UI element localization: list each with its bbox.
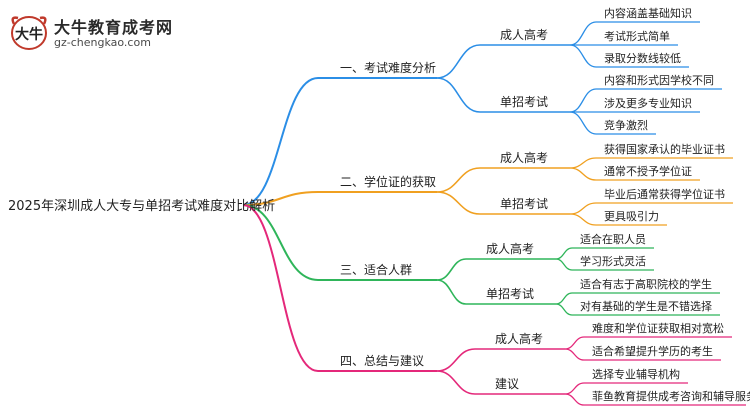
bull-logo-icon: 大牛 [11,16,47,50]
leaf-node-label: 更具吸引力 [604,209,659,223]
sub-node-label: 单招考试 [500,196,548,211]
leaf-link [569,111,597,135]
sub-node-label: 单招考试 [486,286,534,301]
leaf-link [564,382,585,395]
branch-label: 四、总结与建议 [340,354,424,368]
sub-link [436,191,481,215]
leaf-link [564,393,585,406]
sub-link [436,279,467,305]
leaf-link [555,292,573,305]
mind-map-links [242,21,746,406]
leaf-link [569,44,597,68]
root-node: 2025年深圳成人大专与单招考试难度对比解析 [8,198,275,214]
brand-url[interactable]: gz-chengkao.com [54,36,151,49]
brand-logo: 大牛 大牛教育成考网 gz-chengkao.com [8,10,172,54]
sub-node-label: 单招考试 [500,94,548,109]
sub-node-label: 成人高考 [486,241,534,256]
sub-node-label: 成人高考 [495,331,543,346]
leaf-node-label: 选择专业辅导机构 [592,367,680,381]
leaf-link [564,336,585,350]
leaf-node-label: 内容涵盖基础知识 [604,6,692,20]
leaf-link [555,247,573,260]
brand-title[interactable]: 大牛教育成考网 [54,18,174,37]
sub-node-label: 建议 [495,377,519,391]
leaf-link [569,88,597,113]
branch-label: 三、适合人群 [340,262,412,277]
leaf-node-label: 适合希望提升学历的考生 [592,344,713,358]
sub-link [436,167,481,193]
leaf-link [569,157,597,169]
leaf-node-label: 考试形式简单 [604,29,670,43]
leaf-node-label: 学习形式灵活 [580,254,646,268]
branch-label: 一、考试难度分析 [340,60,436,75]
leaf-node-label: 获得国家承认的毕业证书 [604,142,725,156]
sub-link [436,77,481,113]
sub-link [436,348,476,372]
leaf-link [555,303,573,316]
leaf-node-label: 适合有志于高职院校的学生 [580,277,712,291]
sub-link [436,258,467,281]
leaf-node-label: 录取分数线较低 [604,51,681,65]
sub-node-label: 成人高考 [500,150,548,165]
leaf-link [564,348,585,361]
logo-mark-text: 大牛 [15,26,43,43]
leaf-node-label: 菲鱼教育提供成考咨询和辅导服务 [592,389,750,403]
leaf-node-label: 通常不授予学位证 [604,164,692,178]
sub-link [436,44,481,79]
leaf-link [569,167,597,181]
leaf-link [569,21,597,46]
sub-node-label: 成人高考 [500,27,548,42]
leaf-link [569,213,597,226]
branch-label: 二、学位证的获取 [340,174,436,189]
branch-link [242,191,319,206]
leaf-node-label: 对有基础的学生是不错选择 [580,299,712,313]
leaf-link [569,202,597,215]
leaf-node-label: 适合在职人员 [580,232,646,246]
branch-link [242,77,319,206]
leaf-node-label: 难度和学位证获取相对宽松 [592,321,724,335]
leaf-link [555,258,573,271]
branch-link [242,204,319,281]
sub-link [436,370,476,395]
leaf-node-label: 竞争激烈 [604,118,648,132]
leaf-node-label: 毕业后通常获得学位证书 [604,187,725,201]
leaf-node-label: 涉及更多专业知识 [604,96,692,110]
branch-link [242,204,319,372]
mind-map-nodes: 2025年深圳成人大专与单招考试难度对比解析 一、考试难度分析成人高考内容涵盖基… [8,6,750,403]
leaf-node-label: 内容和形式因学校不同 [604,73,714,87]
